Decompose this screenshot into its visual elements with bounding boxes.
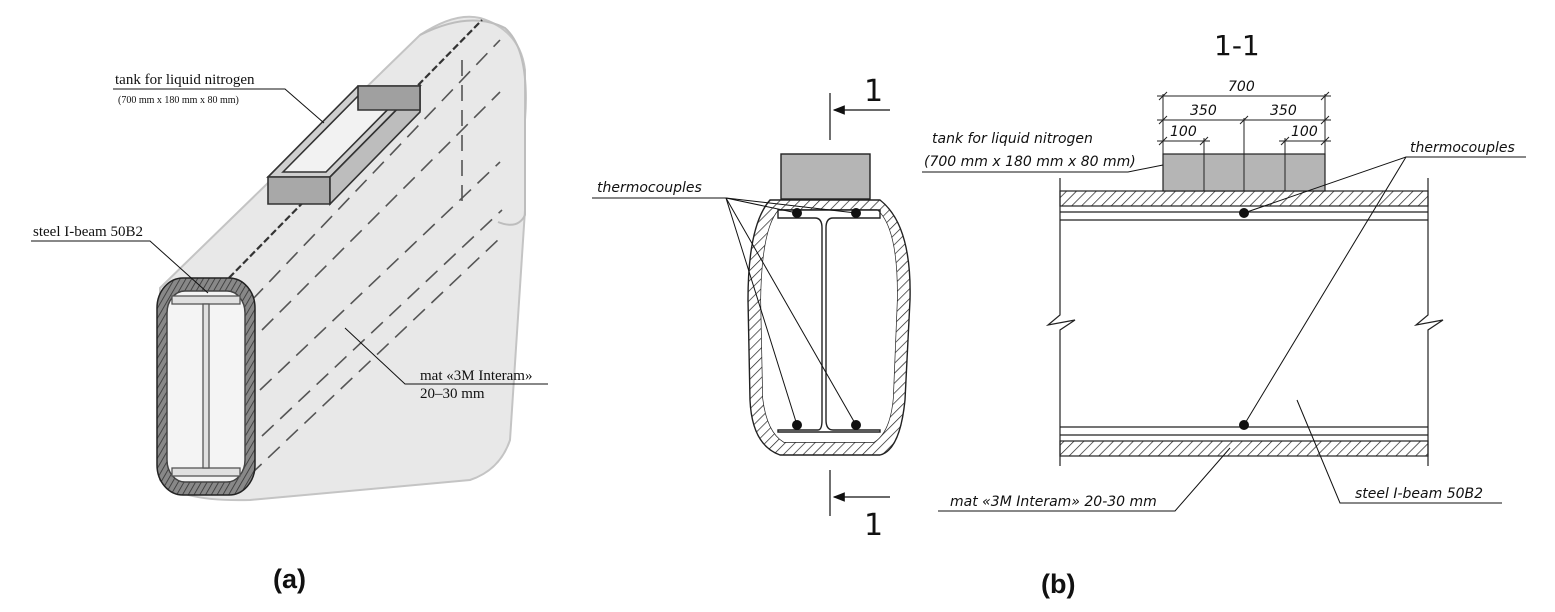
side-view-leaders — [922, 156, 1526, 512]
panel-a-tank-label: tank for liquid nitrogen — [115, 72, 255, 88]
bottom-mat-band — [1059, 440, 1429, 457]
panel-a-tank-dims: (700 mm x 180 mm x 80 mm) — [118, 95, 239, 106]
panel-a-mat-label: mat «3M Interam» — [420, 368, 532, 384]
thermocouple-dots-side — [1239, 208, 1249, 430]
panel-b-caption: (b) — [1041, 569, 1075, 599]
i-beam-flanges — [171, 295, 241, 477]
side-tank-label: tank for liquid nitrogen — [932, 131, 1093, 147]
insulation-far-end — [419, 19, 527, 226]
panel-a-isometric-drawing — [31, 15, 548, 502]
panel-b-cross-section — [592, 93, 911, 516]
tank-dividers — [1203, 154, 1286, 191]
side-beam-label: steel I-beam 50B2 — [1355, 486, 1483, 502]
panel-a-mat-thickness: 20–30 mm — [420, 386, 485, 402]
top-mat-band — [1059, 190, 1429, 207]
tank-cross-section — [780, 153, 871, 200]
hidden-beam-lines — [249, 39, 503, 476]
side-thermocouples-label: thermocouples — [1410, 140, 1515, 156]
dim-right-half: 350 — [1270, 103, 1297, 119]
beam-flange-lines — [1060, 211, 1428, 436]
dim-total: 700 — [1228, 79, 1255, 95]
section-mark-top: 1 — [864, 74, 883, 109]
section-mark-bottom: 1 — [864, 508, 883, 543]
panel-a-caption: (a) — [273, 564, 306, 594]
dim-right-edge: 100 — [1291, 124, 1318, 140]
thermocouple-leaders-cross — [592, 197, 857, 426]
nitrogen-tank-3d — [266, 84, 422, 206]
dim-left-edge: 100 — [1170, 124, 1197, 140]
panel-a-leaders — [31, 88, 548, 385]
i-beam-cross-section — [777, 209, 881, 433]
side-tank-dims: (700 mm x 180 mm x 80 mm) — [924, 154, 1136, 170]
dim-left-half: 350 — [1190, 103, 1217, 119]
panel-b-side-view — [922, 91, 1526, 512]
side-mat-label: mat «3M Interam» 20-30 mm — [950, 494, 1157, 510]
cross-thermocouples-label: thermocouples — [597, 180, 702, 196]
panel-a-beam-label: steel I-beam 50B2 — [33, 224, 143, 240]
dimension-lines — [1157, 91, 1331, 154]
break-lines — [1045, 178, 1444, 466]
section-title: 1-1 — [1214, 29, 1260, 62]
